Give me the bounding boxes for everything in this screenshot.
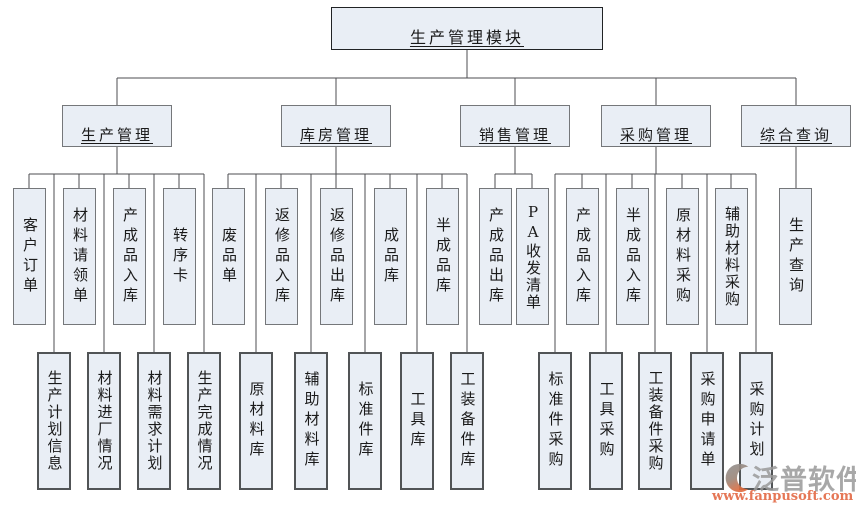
watermark-brand: 泛普软件	[752, 465, 856, 496]
node-label: 生产管理	[80, 126, 153, 144]
node-auxiliary-material-purchase: 辅助材料采购	[715, 188, 748, 325]
node-tooling-spares-purchase: 工装备件采购	[638, 352, 672, 490]
node-transfer-card: 转序卡	[163, 188, 196, 325]
node-finished-product-inbound: 产成品入库	[113, 188, 146, 325]
node-tool-store: 工具库	[400, 352, 434, 490]
node-semi-finished-inbound: 半成品入库	[616, 188, 649, 325]
node-semi-finished-store: 半成品库	[426, 188, 459, 325]
node-finished-product-outbound: 产成品出库	[479, 188, 512, 325]
watermark-url: www.fanpusoft.com	[712, 489, 854, 504]
node-comprehensive-query: 综合查询	[741, 105, 851, 147]
node-tool-purchase: 工具采购	[589, 352, 623, 490]
node-rework-outbound: 返修品出库	[320, 188, 353, 325]
node-label: 采购管理	[619, 126, 692, 144]
node-purchasing-management: 采购管理	[601, 105, 711, 147]
node-production-query: 生产查询	[779, 188, 812, 325]
node-standard-parts-store: 标准件库	[348, 352, 382, 490]
node-sales-management: 销售管理	[460, 105, 570, 147]
node-auxiliary-material-store: 辅助材料库	[294, 352, 328, 490]
node-label: 生产管理模块	[409, 28, 524, 47]
node-production-management: 生产管理	[62, 105, 172, 147]
node-label: 库房管理	[299, 126, 372, 144]
node-material-arrival-status: 材料进厂情况	[87, 352, 121, 490]
fanpu-logo-icon	[725, 463, 749, 492]
watermark: 泛普软件 www.fanpusoft.com	[710, 458, 856, 508]
node-production-management-module: 生产管理模块	[331, 7, 603, 50]
node-raw-material-purchase: 原材料采购	[666, 188, 699, 325]
watermark-row: 泛普软件	[720, 458, 856, 497]
node-standard-parts-purchase: 标准件采购	[538, 352, 572, 490]
node-finished-goods-store: 成品库	[374, 188, 407, 325]
node-raw-material-store: 原材料库	[239, 352, 273, 490]
node-material-demand-plan: 材料需求计划	[137, 352, 171, 490]
node-customer-order: 客户订单	[13, 188, 46, 325]
node-purchase-plan: 采购计划	[739, 352, 773, 490]
node-production-completion-status: 生产完成情况	[187, 352, 221, 490]
node-finished-product-inbound-purchase: 产成品入库	[566, 188, 599, 325]
node-production-plan-info: 生产计划信息	[37, 352, 71, 490]
node-pa-receipt-dispatch-list: PA收发清单	[516, 188, 549, 325]
node-purchase-requisition: 采购申请单	[690, 352, 724, 490]
node-scrap-order: 废品单	[212, 188, 245, 325]
node-material-requisition: 材料请领单	[63, 188, 96, 325]
node-rework-inbound: 返修品入库	[265, 188, 298, 325]
node-warehouse-management: 库房管理	[281, 105, 391, 147]
node-tooling-spares-store: 工装备件库	[450, 352, 484, 490]
node-label: 综合查询	[759, 126, 832, 144]
node-label: 销售管理	[478, 126, 551, 144]
